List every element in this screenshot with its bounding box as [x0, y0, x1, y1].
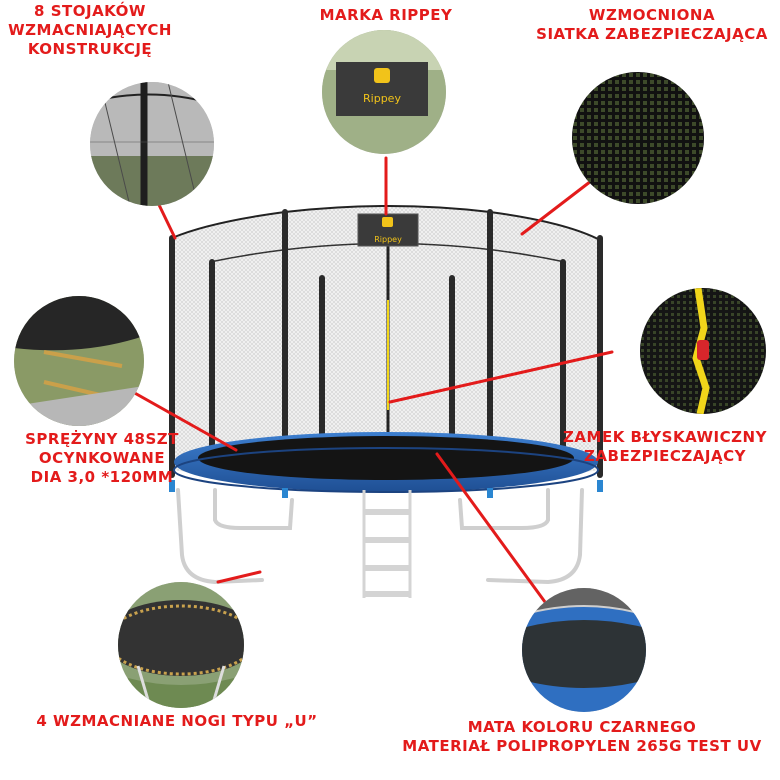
label-stands-line-3: KONSTRUKCJĘ [27, 40, 153, 58]
brand-photo-text: Rippey [363, 92, 401, 105]
mat-photo [522, 588, 646, 712]
stands-photo [90, 82, 214, 206]
label-zipper-line-2: ZABEZPIECZAJĄCY [584, 447, 746, 465]
label-stands: 8 STOJAKÓW WZMACNIAJĄCYCH KONSTRUKCJĘ [2, 2, 178, 59]
label-net-line-2: SIATKA ZABEZPIECZAJĄCA [536, 25, 768, 43]
brand-tag-photo: Rippey [322, 30, 446, 154]
springs-photo [14, 296, 144, 426]
label-springs-line-2: OCYNKOWANE [38, 449, 166, 467]
jump-mat [198, 436, 574, 480]
u-legs [176, 488, 584, 585]
label-zipper: ZAMEK BŁYSKAWICZNY ZABEZPIECZAJĄCY [552, 428, 778, 466]
label-mat: MATA KOLORU CZARNEGO MATERIAŁ POLIPROPYL… [386, 718, 778, 756]
label-springs-line-3: DIA 3,0 *120MM [30, 468, 174, 486]
label-stands-line-2: WZMACNIAJĄCYCH [8, 21, 172, 39]
legs-photo [118, 582, 244, 708]
label-brand-line-1: MARKA RIPPEY [319, 6, 453, 24]
zipper-photo [640, 288, 766, 414]
label-net-line-1: WZMOCNIONA [588, 6, 716, 24]
label-legs: 4 WZMACNIANE NOGI TYPU „U” [12, 712, 342, 731]
label-springs: SPRĘŻYNY 48SZT OCYNKOWANE DIA 3,0 *120MM [14, 430, 190, 487]
brand-tag-text: Rippey [374, 235, 402, 244]
label-legs-line-1: 4 WZMACNIANE NOGI TYPU „U” [36, 712, 318, 730]
label-brand: MARKA RIPPEY [296, 6, 476, 25]
label-mat-line-1: MATA KOLORU CZARNEGO [467, 718, 697, 736]
net-photo [572, 72, 704, 204]
label-mat-line-2: MATERIAŁ POLIPROPYLEN 265G TEST UV [402, 737, 762, 755]
ladder [362, 490, 412, 598]
brand-tag: Rippey [357, 213, 419, 247]
label-stands-line-1: 8 STOJAKÓW [34, 2, 146, 20]
label-springs-line-1: SPRĘŻYNY 48SZT [25, 430, 179, 448]
label-zipper-line-1: ZAMEK BŁYSKAWICZNY [563, 428, 767, 446]
label-net: WZMOCNIONA SIATKA ZABEZPIECZAJĄCA [528, 6, 776, 44]
